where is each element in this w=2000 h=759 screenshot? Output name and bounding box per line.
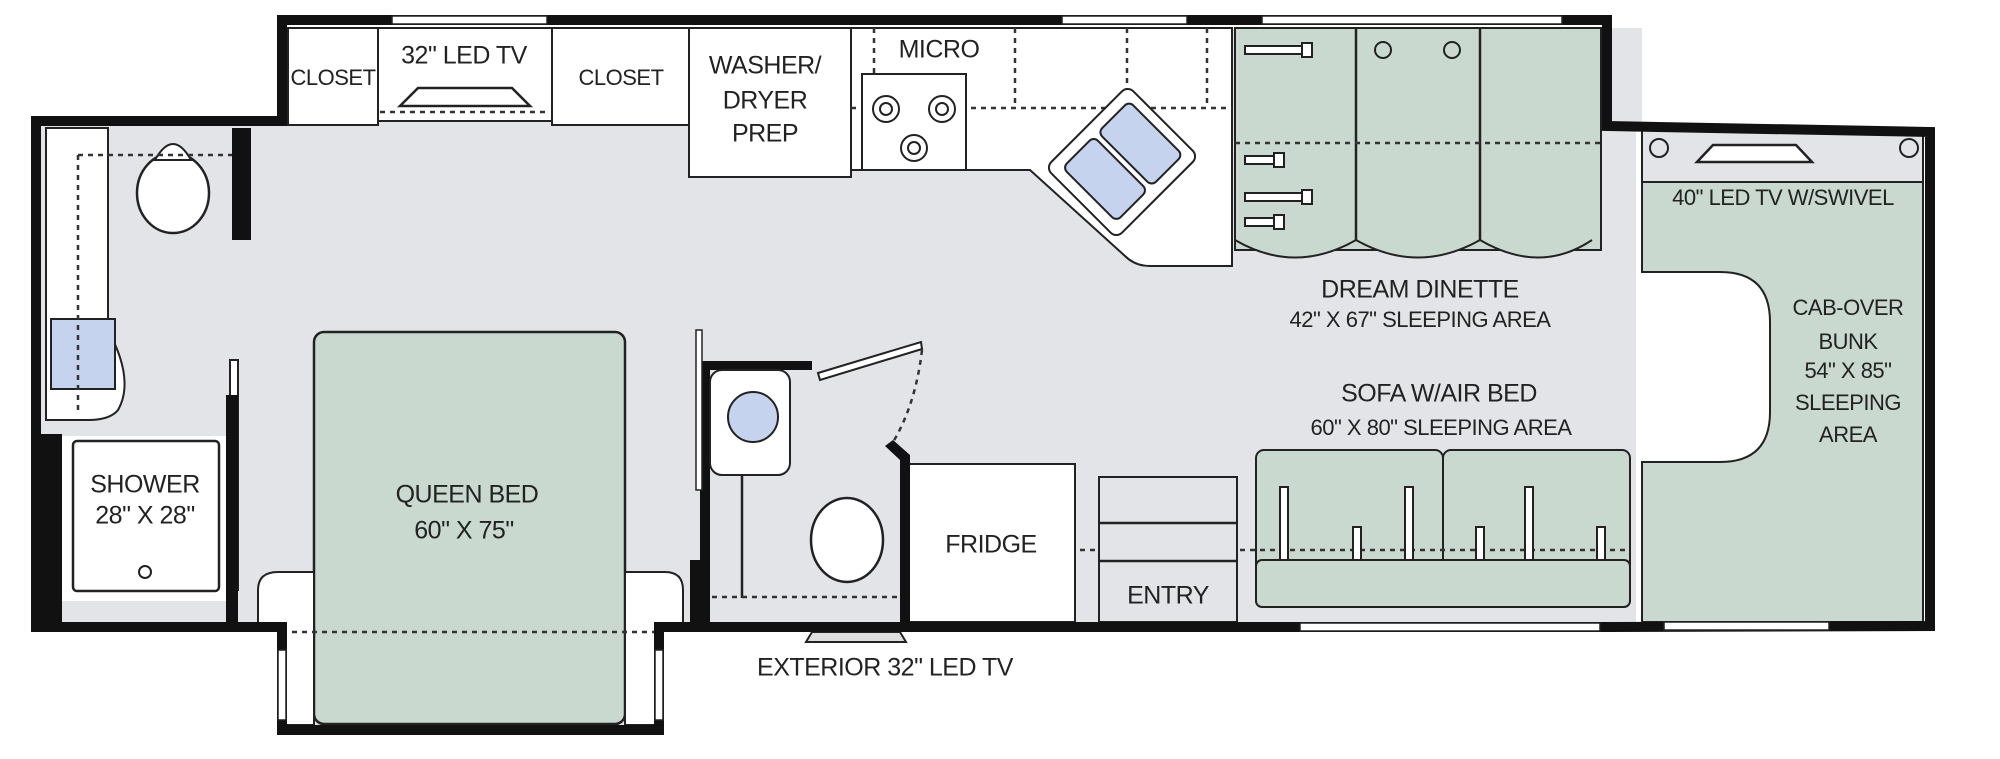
dinette-size: 42" X 67" SLEEPING AREA	[1290, 307, 1552, 332]
wall-segment	[226, 395, 238, 627]
sofa-label: SOFA W/AIR BED	[1341, 380, 1537, 408]
burner-icon	[872, 95, 956, 162]
sofa-air-bed: SOFA W/AIR BED 60" X 80" SLEEPING AREA	[1080, 380, 1631, 608]
bath-sink	[727, 391, 779, 443]
shower-size: 28" X 28"	[95, 502, 194, 530]
entry-label: ENTRY	[1127, 582, 1210, 610]
wall-segment	[690, 560, 702, 627]
dream-dinette: DREAM DINETTE 42" X 67" SLEEPING AREA	[1234, 27, 1602, 332]
cab-tv-label: 40" LED TV W/SWIVEL	[1672, 185, 1894, 210]
queen-bed-size: 60" X 75"	[414, 517, 513, 545]
windows	[277, 15, 1830, 721]
wall-segment	[36, 434, 62, 626]
queen-bed-label: QUEEN BED	[396, 481, 539, 509]
closet-1-label: CLOSET	[290, 65, 375, 90]
kitchen-sink	[1047, 87, 1197, 237]
mid-bathroom	[695, 329, 924, 623]
kitchen-counter: MICRO	[850, 27, 1233, 267]
exterior-tv-icon	[804, 631, 908, 643]
toilet-icon-2	[809, 496, 885, 584]
rear-bathroom	[45, 127, 251, 591]
washer-label-3: PREP	[732, 120, 798, 148]
queen-bed: QUEEN BED 60" X 75"	[257, 330, 684, 726]
entry-steps[interactable]: ENTRY	[1098, 476, 1238, 623]
cab-label-5: AREA	[1819, 422, 1878, 447]
tv-icon	[396, 86, 534, 108]
exterior-tv: EXTERIOR 32" LED TV	[757, 631, 1014, 682]
closet-2	[551, 27, 690, 126]
cab-label-4: SLEEPING	[1795, 390, 1901, 415]
dinette-label: DREAM DINETTE	[1321, 276, 1519, 304]
shower-drain-icon	[138, 565, 152, 579]
washer-label-2: DRYER	[723, 87, 808, 115]
seatbelt-icon	[1244, 42, 1313, 230]
vanity-sink	[50, 318, 116, 390]
sofa-size: 60" X 80" SLEEPING AREA	[1311, 415, 1573, 440]
fridge-label: FRIDGE	[945, 531, 1036, 559]
washer-label-1: WASHER/	[709, 52, 822, 80]
fridge: FRIDGE	[907, 463, 1076, 623]
cab-label-3: 54" X 85"	[1805, 358, 1892, 383]
toilet-icon	[135, 151, 211, 235]
micro-label: MICRO	[899, 36, 980, 64]
cab-label-2: BUNK	[1818, 329, 1878, 354]
cab-over-bunk: 40" LED TV W/SWIVEL CAB-OVER BUNK 54" X …	[1641, 128, 1924, 623]
door	[816, 340, 924, 382]
cab-tv-icon	[1694, 143, 1815, 164]
cooktop	[861, 73, 967, 171]
closet-2-label: CLOSET	[578, 65, 663, 90]
top-cabinets: CLOSET 32" LED TV CLOSET WASHER/ DRYER P…	[287, 27, 852, 178]
tv-bedroom-label: 32" LED TV	[401, 42, 528, 70]
exterior-tv-label: EXTERIOR 32" LED TV	[757, 654, 1014, 682]
shower-label: SHOWER	[90, 471, 200, 499]
cab-label-1: CAB-OVER	[1793, 295, 1904, 320]
shower: SHOWER 28" X 28"	[62, 436, 230, 601]
